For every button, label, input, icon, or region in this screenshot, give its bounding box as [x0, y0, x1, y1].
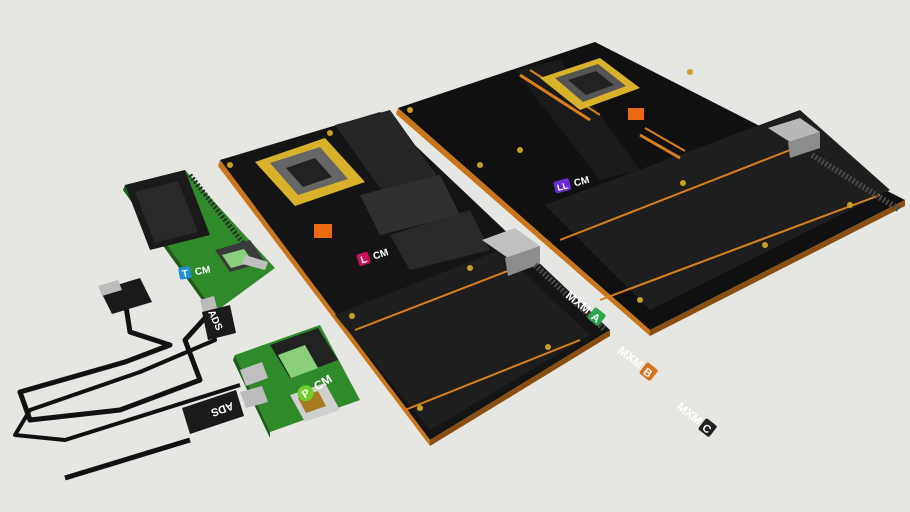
cpu-socket — [255, 138, 365, 206]
cpu-socket — [540, 58, 640, 110]
lcm-badge: L — [359, 254, 368, 266]
lcm-text: CM — [372, 247, 390, 262]
llcm-label: LL CM — [553, 175, 591, 194]
llcm-text: CM — [573, 175, 591, 190]
lcm-label: L CM — [356, 247, 390, 266]
mxm-c-carrier-board — [396, 42, 905, 336]
connector-grey — [768, 118, 820, 142]
tcm-badge: T — [181, 268, 189, 280]
tcm-label: T CM — [178, 264, 211, 280]
tcm-text: CM — [194, 264, 211, 278]
mxm-a-carrier-board — [218, 110, 610, 446]
tcm-module — [123, 170, 275, 318]
llcm-badge: LL — [556, 180, 570, 193]
cable — [13, 278, 268, 481]
chip-orange — [314, 224, 332, 238]
connector-grey — [482, 228, 540, 258]
chip-orange — [628, 108, 644, 120]
